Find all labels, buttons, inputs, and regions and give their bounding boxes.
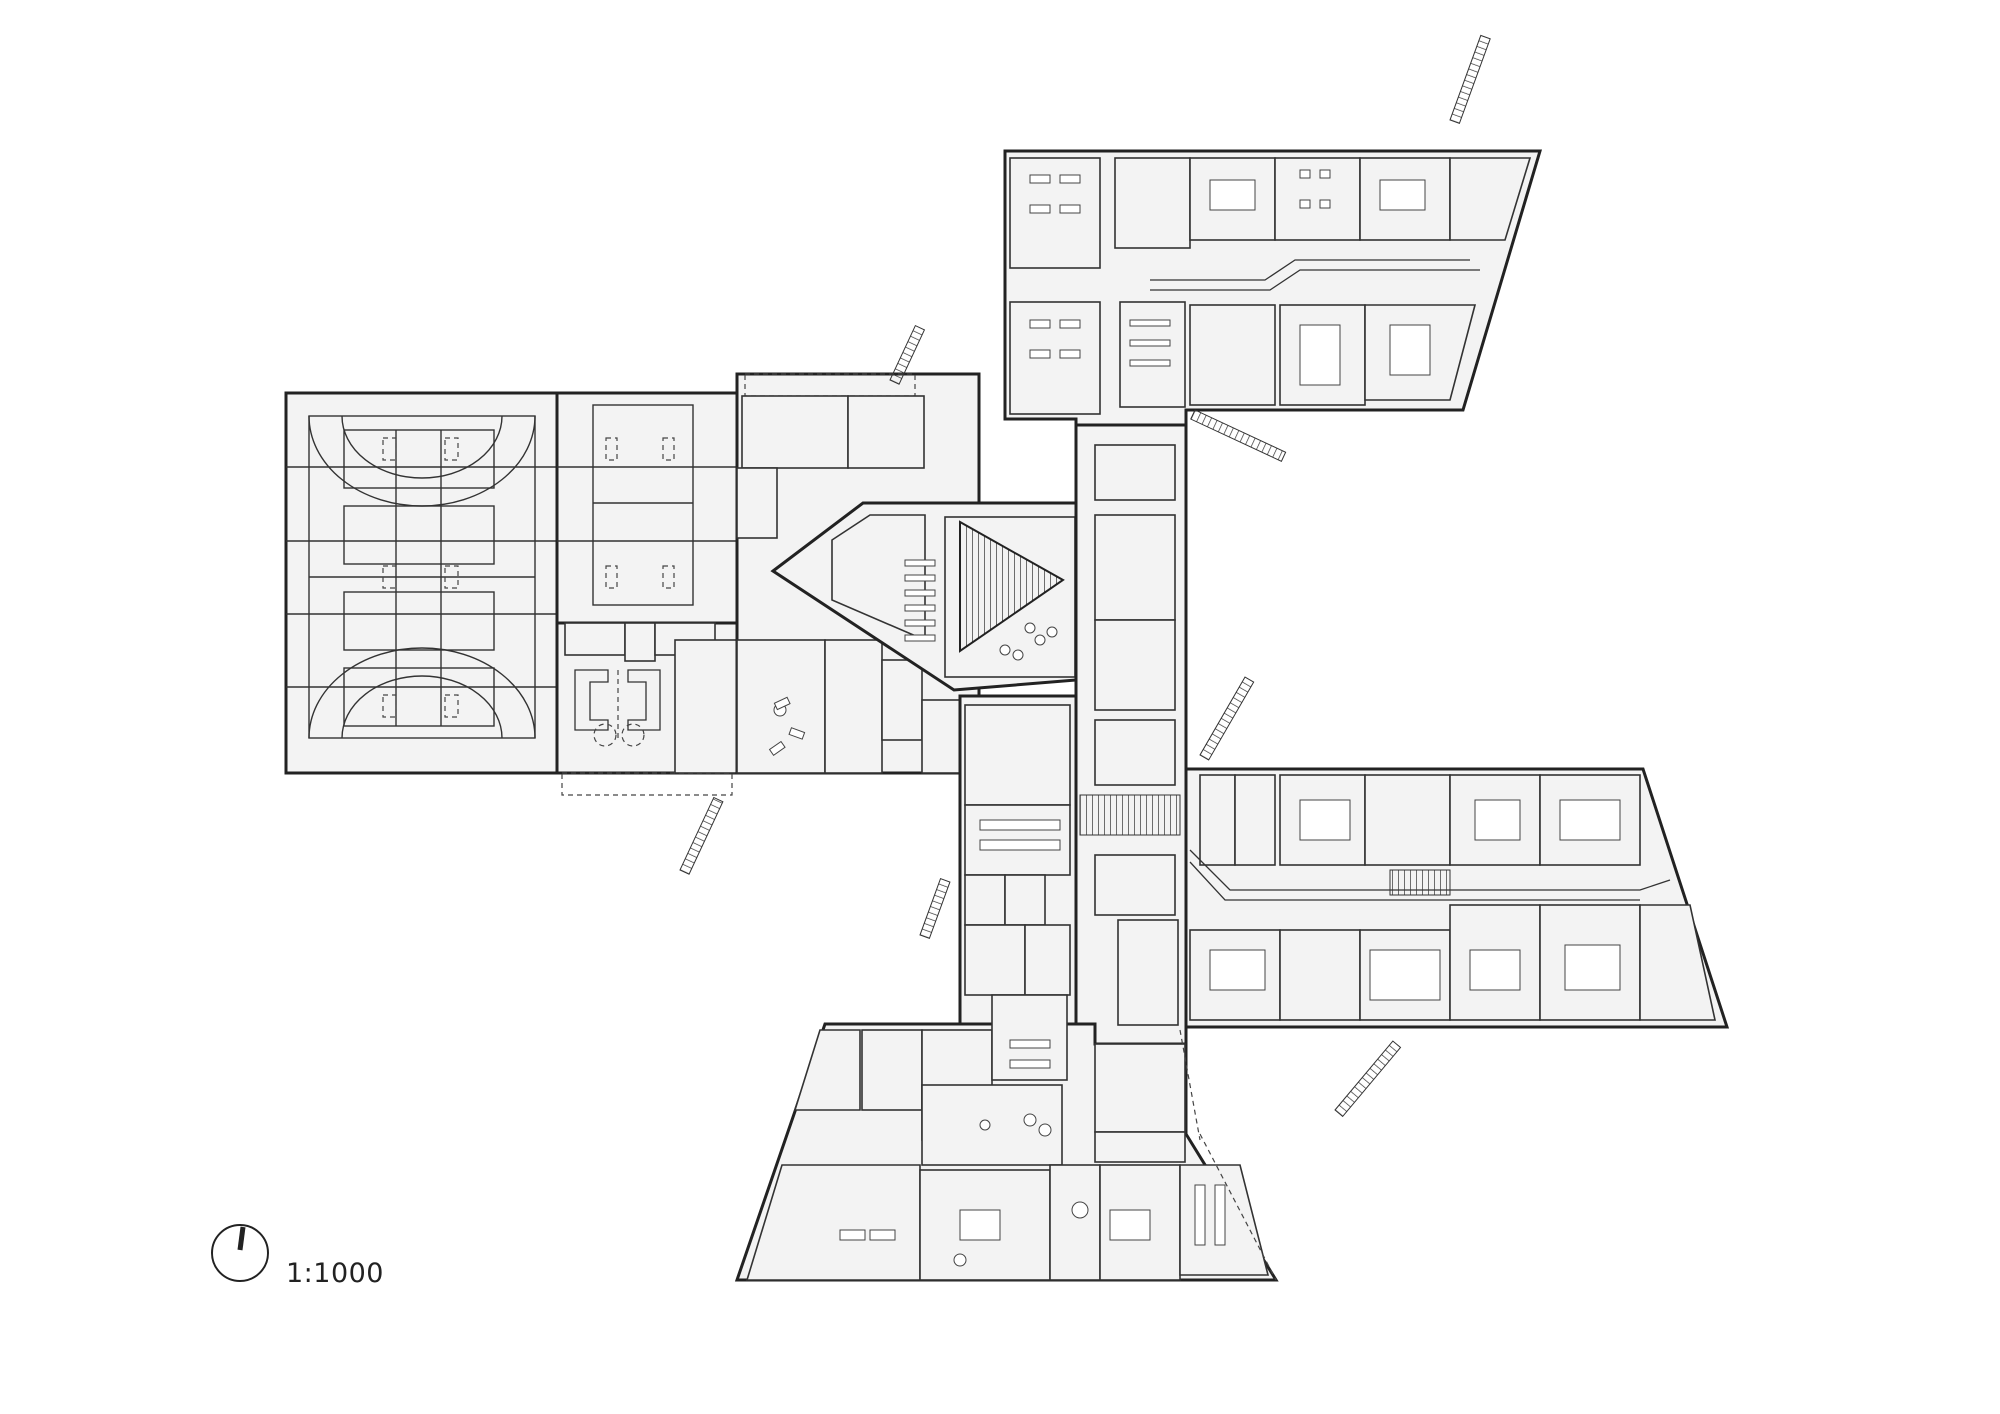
atrium-seating bbox=[904, 559, 936, 642]
stair-triangle bbox=[959, 520, 1065, 653]
south-wing bbox=[734, 994, 1279, 1282]
north-wing bbox=[1003, 149, 1543, 427]
scale-label: 1:1000 bbox=[286, 1258, 384, 1289]
changing-rooms bbox=[555, 621, 739, 796]
spine-corridor bbox=[1074, 423, 1188, 1046]
exterior-stairs bbox=[679, 34, 1491, 1281]
sports-hall-small bbox=[555, 391, 739, 625]
east-wing bbox=[1184, 767, 1730, 1029]
central-block bbox=[735, 372, 1078, 775]
second-column-rooms bbox=[958, 694, 1078, 1033]
sports-hall-large bbox=[284, 391, 559, 775]
north-arrow-icon bbox=[211, 1224, 269, 1282]
